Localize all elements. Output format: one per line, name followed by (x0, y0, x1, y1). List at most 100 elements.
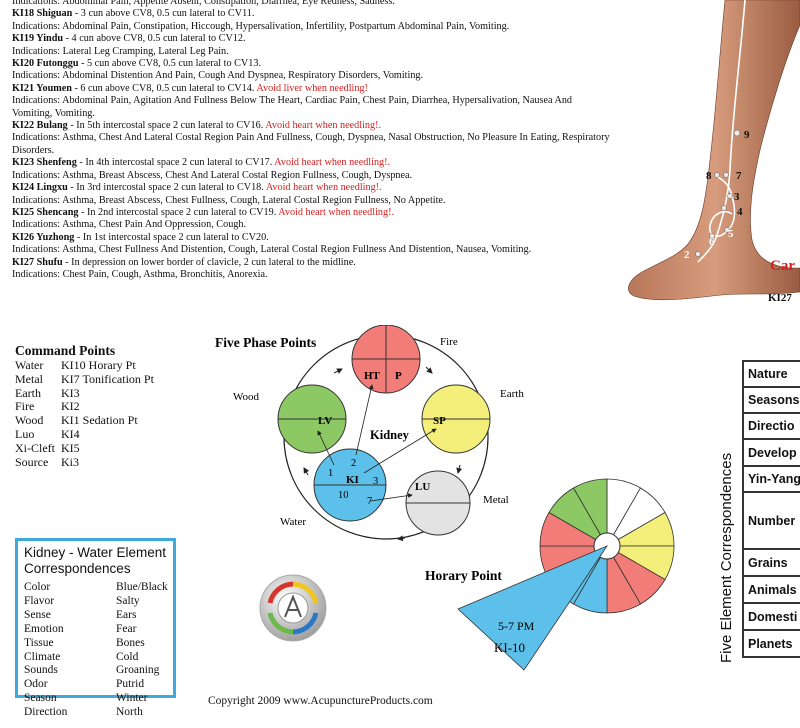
needling-warning: Avoid heart when needling!. (274, 157, 391, 169)
copyright: Copyright 2009 www.AcupunctureProducts.c… (208, 695, 433, 707)
correspondence-row: Sounds Groaning (24, 664, 168, 678)
correspondence-key: Emotion (24, 622, 64, 635)
leg-shape (628, 0, 800, 301)
five-element-category: Domesti (742, 602, 800, 631)
command-point: KI1 Sedation Pt (61, 413, 138, 428)
point-entry: KI21 Youmen - 6 cun above CV8, 0.5 cun l… (12, 83, 612, 95)
five-element-row: Develop (742, 438, 800, 467)
meridian-line (697, 0, 746, 263)
five-element-category: Planets (742, 629, 800, 658)
point-num-10: 10 (338, 490, 349, 501)
point-entry: KI25 Shencang - In 2nd intercostal space… (12, 207, 612, 219)
point-code: KI19 Yindu (12, 33, 64, 45)
five-element-category: Number (742, 491, 800, 550)
five-element-category: Develop (742, 438, 800, 467)
correspondence-key: Color (24, 581, 51, 593)
point-num-7: 7 (367, 496, 372, 507)
five-element-category: Yin-Yang (742, 465, 800, 493)
correspondence-row: Direction North (24, 706, 168, 720)
point-num-1: 1 (328, 468, 333, 479)
element-label-wood: Wood (233, 391, 260, 403)
organ-sp: SP (433, 415, 446, 427)
horary-point-diagram: 5-7 PM KI-10 Horary Point (425, 478, 675, 671)
correspondence-value: Salty (116, 594, 140, 607)
cycle-arrow-wood-fire (333, 368, 343, 374)
point-entry: KI27 Shufu - In depression on lower bord… (12, 257, 612, 269)
correspondence-key: Sounds (24, 664, 58, 677)
point-indications: Indications: Abdominal Pain, Appetite Ab… (12, 0, 395, 7)
point-location: - 6 cun above CV8, 0.5 cun lateral to CV… (71, 82, 257, 94)
point-entry: KI23 Shenfeng - In 4th intercostal space… (12, 157, 612, 169)
horary-title: Horary Point (425, 568, 502, 583)
point-code: KI21 Youmen (12, 82, 72, 94)
command-row: Wood KI1 Sedation Pt (15, 413, 154, 428)
correspondence-key: Tissue (24, 636, 54, 649)
cycle-arrow-earth-metal (456, 464, 463, 474)
command-point: KI3 (61, 385, 80, 400)
correspondence-value: Winter (116, 692, 148, 705)
horary-time: 5-7 PM (498, 619, 535, 633)
five-phase-title: Five Phase Points (215, 335, 316, 350)
command-point: KI7 Tonification Pt (61, 371, 154, 386)
chart-subtitle-cut: KI27 (768, 292, 792, 304)
command-point: KI2 (61, 399, 80, 414)
point-location: - In 3rd intercostal space 2 cun lateral… (67, 182, 266, 194)
point-code: KI18 Shiguan (12, 8, 73, 20)
point-location: - 5 cun above CV8, 0.5 cun lateral to CV… (78, 58, 262, 70)
point-entry: KI18 Shiguan - 3 cun above CV8, 0.5 cun … (12, 8, 612, 20)
leg-illustration: 9 8 7 3 4 5 6 2 (628, 0, 800, 301)
correspondence-value: Cold (116, 650, 139, 663)
horary-point-label: KI-10 (494, 640, 525, 655)
cycle-arrow-water-wood (303, 467, 310, 476)
five-element-row: Grains (742, 548, 800, 577)
leg-label-3: 3 (734, 191, 740, 203)
command-row: Water KI10 Horary Pt (15, 358, 154, 373)
correspondence-value: Ears (116, 608, 137, 621)
correspondence-value: Putrid (116, 678, 145, 691)
point-code: KI24 Lingxu (12, 182, 68, 194)
point-location: - In 4th intercostal space 2 cun lateral… (76, 157, 275, 169)
correspondence-value: Groaning (116, 664, 160, 677)
element-label-earth: Earth (500, 388, 524, 400)
point-code: KI27 Shufu (12, 256, 63, 268)
point-descriptions: Indications: Abdominal Pain, Appetite Ab… (12, 0, 612, 281)
leg-label-5: 5 (728, 228, 734, 240)
point-entry: KI22 Bulang - In 5th intercostal space 2… (12, 120, 612, 132)
leg-label-2: 2 (684, 249, 690, 261)
correspondence-value: North (116, 706, 143, 719)
command-element: Water (15, 358, 44, 372)
point-indications: Indications: Abdominal Pain, Constipatio… (12, 20, 510, 32)
arrow-to-wood (317, 430, 335, 466)
correspondence-value: Blue/Black (116, 581, 168, 593)
five-element-category: Grains (742, 548, 800, 577)
command-point: KI5 (61, 440, 80, 455)
correspondence-row: Color Blue/Black (24, 581, 168, 595)
correspondence-key: Odor (24, 678, 48, 691)
correspondence-key: Sense (24, 608, 51, 621)
command-point: KI10 Horary Pt (61, 358, 136, 372)
leg-label-9: 9 (744, 129, 750, 141)
element-label-water: Water (280, 516, 306, 528)
leg-label-6: 6 (709, 236, 715, 248)
correspondence-key: Direction (24, 706, 68, 719)
correspondences-title: Kidney - Water Element Correspondences (24, 545, 167, 576)
command-element: Wood (15, 413, 44, 428)
arrow-to-earth (363, 428, 437, 474)
point-code: KI23 Shenfeng (12, 157, 77, 169)
five-element-category: Nature (742, 360, 800, 388)
organ-lu: LU (415, 481, 430, 493)
arrow-to-metal (369, 493, 413, 502)
five-element-row: Yin-Yang (742, 465, 800, 493)
arrow-to-fire (355, 384, 374, 456)
leg-point-markers (695, 129, 741, 257)
center-label-kidney: Kidney (370, 428, 410, 442)
point-location: - In 2nd intercostal space 2 cun lateral… (78, 206, 279, 218)
correspondence-row: Odor Putrid (24, 678, 168, 692)
five-element-category: Animals (742, 575, 800, 604)
point-num-2: 2 (351, 458, 356, 469)
cycle-arrow-fire-earth (425, 366, 433, 374)
organ-ht: HT (364, 370, 381, 382)
